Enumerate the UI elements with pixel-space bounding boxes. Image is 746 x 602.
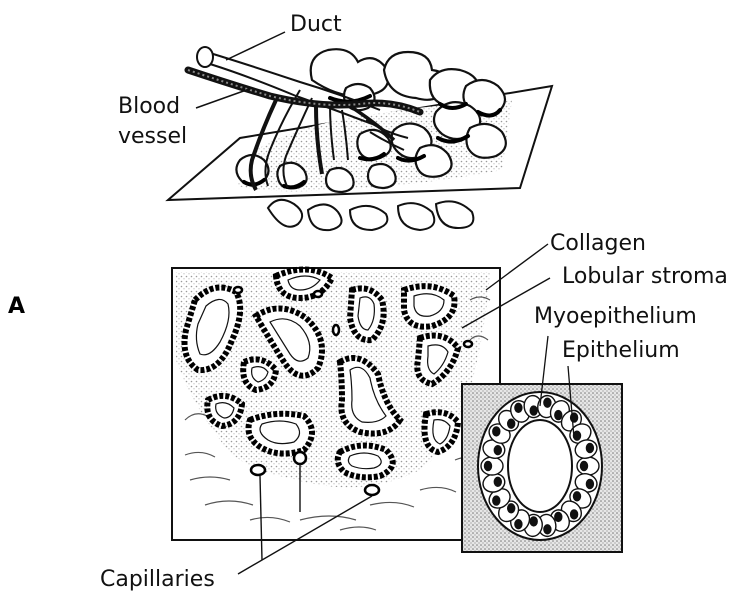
cell-nucleus — [493, 496, 500, 505]
label-vessel: vessel — [118, 124, 187, 149]
cell-nucleus — [494, 477, 501, 486]
cell-nucleus — [574, 492, 581, 501]
label-capillaries: Capillaries — [100, 567, 215, 592]
cell-nucleus — [581, 462, 588, 471]
duct-opening — [197, 47, 213, 67]
label-lobular-stroma: Lobular stroma — [562, 264, 728, 289]
cell-nucleus — [555, 411, 562, 420]
label-epithelium: Epithelium — [562, 338, 680, 363]
acini-below-plane — [268, 200, 473, 230]
panel-letter: A — [8, 294, 25, 319]
label-duct: Duct — [290, 12, 342, 37]
label-blood: Blood — [118, 94, 180, 119]
cell-nucleus — [508, 419, 515, 428]
cell-nucleus — [493, 427, 500, 436]
cell-nucleus — [508, 504, 515, 513]
cell-nucleus — [571, 510, 578, 519]
cell-nucleus — [530, 406, 537, 415]
cell-nucleus — [515, 520, 522, 529]
cell-nucleus — [574, 431, 581, 440]
cell-nucleus — [544, 525, 551, 534]
cell-nucleus — [586, 444, 593, 453]
label-myoepithelium: Myoepithelium — [534, 304, 697, 329]
cell-nucleus — [485, 462, 492, 471]
cell-nucleus — [544, 398, 551, 407]
label-collagen: Collagen — [550, 231, 646, 256]
cell-nucleus — [515, 403, 522, 412]
cell-nucleus — [586, 480, 593, 489]
cell-nucleus — [494, 446, 501, 455]
inset-lumen — [508, 420, 572, 512]
cell-nucleus — [555, 512, 562, 521]
cell-nucleus — [530, 517, 537, 526]
lobule-3d-illustration — [168, 32, 552, 230]
